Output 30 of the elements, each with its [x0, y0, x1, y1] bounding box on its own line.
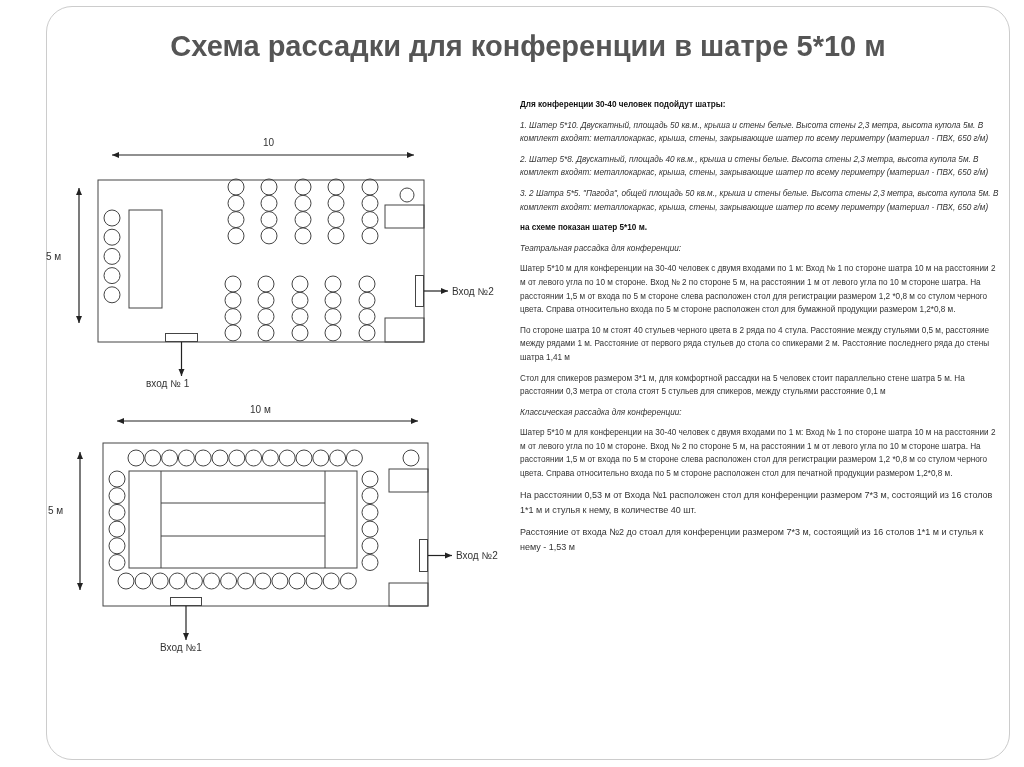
section-heading: Классическая рассадка для конференции: [520, 406, 683, 419]
paragraph: Шатер 5*10 м для конференции на 30-40 человек с двумя входами по 1 м: Вход № 1 по стороне шатра 10 м на расстоянии 2 м от левого угла по 10 м стороне. Вход № 2 по стороне 5 м, на расстоянии 1 м от левого угла по 10 м стороне шатра. На расстоянии 1,5 м от входа по 5 м стороне слева расположен стол для регистрации размером 1,2 *0,8 м со стулом черного цвета. Справа относительно входа по 5 м стороне расположен стол для бумажной продукции размером 1,2*0,8 м. [520, 263, 997, 317]
paragraph: 2. Шатер 5*8. Двускатный, площадь 40 кв.м., крыша и стены белые. Высота стены 2,3 метра, высота купола 5м. В комплект входят: металлокаркас, крыша, стены, закрывающие шатер по всему периметру (материал - ПВХ, 650 г/м) [520, 153, 990, 180]
arrow [423, 288, 449, 294]
paragraph: На расстоянии 0,53 м от Входа №1 расположен стол для конференции размером 7*3 м, состоящий из 16 столов 1*1 м и стулья к нему, в количестве 40 шт. [520, 488, 994, 517]
dimension-label: 5 м [48, 505, 64, 516]
paragraph: Шатер 5*10 м для конференции на 30-40 человек с двумя входами по 1 м: Вход № 1 по стороне шатра 10 м на расстоянии 2 м от левого угла по 10 м стороне. Вход № 2 по стороне 5 м, на расстоянии 1 м от левого угла по 10 м стороне шатра. На расстоянии 1,5 м от входа по 5 м стороне слева расположен стол для регистрации размером 1,2 *0,8 м со стулом черного цвета. Справа относительно входа по 5 м стороне расположен стол для печатной продукции размером 1,2*0,8 м. [520, 427, 997, 481]
entrance-label: Вход №1 [160, 642, 202, 653]
paragraph: По стороне шатра 10 м стоят 40 стульев черного цвета в 2 ряда по 4 стула. Расстояние между стульями 0,5 м, расстояние между рядами 1 м. Расстояние от первого ряда стульев до стола со спикерами 2 м. Расстояние последнего ряда до стены шатра 1,41 м [520, 324, 991, 364]
paragraph: Стол для спикеров размером 3*1 м, для комфортной рассадки на 5 человек стоит параллельно стене шатра 5 м. На расстоянии 0,3 метра от стола стоят 5 стульев для спикеров, между стульями расстояние 0,1 м [520, 372, 966, 399]
door-marker [415, 275, 424, 307]
section-heading: Театральная рассадка для конференции: [520, 242, 683, 255]
paragraph: Расстояние от входа №2 до стоал для конференции размером 7*3 м, состоящий из 16 столов 1*1 м и стулья к нему - 1,53 м [520, 525, 985, 554]
entrance-label: Вход №2 [452, 286, 494, 297]
arrow [178, 341, 185, 377]
arrow [183, 605, 189, 641]
arrow [427, 552, 453, 559]
entrance-label: Вход №2 [456, 550, 498, 561]
door-marker [419, 539, 428, 572]
dimension-label: 10 [263, 137, 275, 148]
heading: Для конференции 30-40 человек подойдут шатры: [520, 99, 727, 111]
door-marker [170, 597, 202, 606]
dimension-label: 5 м [46, 251, 62, 262]
dimension-label: 10 м [250, 404, 271, 415]
note: на схеме показан шатер 5*10 м. [520, 222, 648, 235]
entrance-label: вход № 1 [146, 378, 190, 389]
paragraph: 3. 2 Шатра 5*5. "Пагода", общей площадь 50 кв.м., крыша и стены белые. Высота стены 2,3 метра, высота купола 5м. В комплект входят: металлокаркас, крыша, стены, закрывающие шатер по всему периметру (материал - ПВХ, 650 г/м) [520, 187, 1000, 214]
door-marker [165, 333, 198, 342]
paragraph: 1. Шатер 5*10. Двускатный, площадь 50 кв.м., крыша и стены белые. Высота стены 2,3 метра, высота купола 5м. В комплект входят: металлокаркас, крыша, стены, закрывающие шатер по всему периметру (материал - ПВХ, 650 г/м) [520, 119, 990, 146]
slide-title: Схема рассадки для конференции в шатре 5*10 м [169, 30, 887, 63]
